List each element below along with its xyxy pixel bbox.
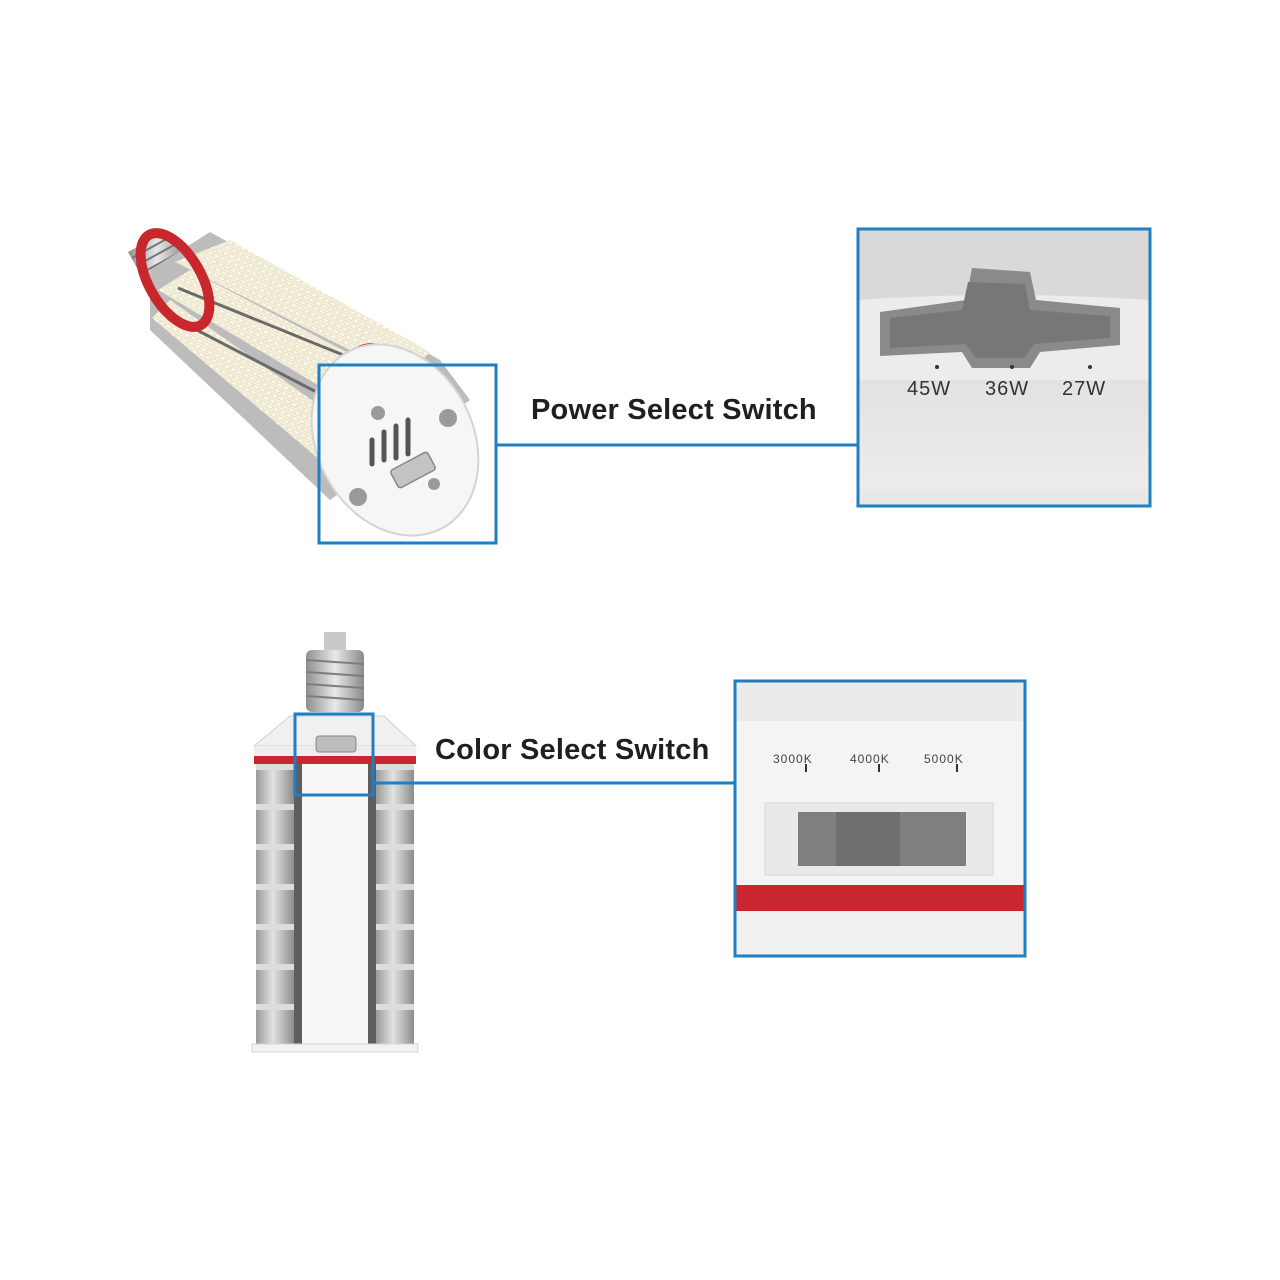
power-option-1: 45W — [907, 378, 952, 400]
color-option-1: 3000K — [773, 752, 813, 766]
screw-base-bottom — [305, 632, 365, 712]
power-callout-line — [494, 443, 858, 447]
color-select-label: Color Select Switch — [435, 734, 710, 766]
red-band-front — [254, 756, 416, 764]
power-switch-zoom-panel — [858, 229, 1150, 506]
power-option-3: 27W — [1062, 378, 1107, 400]
color-zoom-border — [733, 679, 1027, 958]
color-option-2: 4000K — [850, 752, 890, 766]
heat-fins-left — [256, 770, 294, 1044]
power-option-2: 36W — [985, 378, 1030, 400]
power-switch-highlight — [317, 363, 498, 545]
led-panel-front — [302, 764, 368, 1048]
end-cap — [310, 343, 480, 537]
power-switch-mini — [390, 451, 436, 489]
corn-bulb-front — [251, 632, 419, 1053]
red-ring-top — [135, 228, 215, 332]
power-zoom-border — [856, 227, 1152, 508]
color-switch-zoom-panel — [735, 681, 1025, 956]
color-option-3: 5000K — [924, 752, 964, 766]
color-switch-mini — [315, 735, 357, 753]
led-panel-low — [152, 300, 340, 460]
corn-bulb-angled — [128, 228, 480, 537]
color-switch-highlight — [293, 712, 375, 797]
power-select-label: Power Select Switch — [531, 394, 817, 426]
vent-slots — [369, 417, 411, 467]
red-band-zoom — [735, 885, 1025, 911]
heat-fins-right — [376, 770, 414, 1044]
